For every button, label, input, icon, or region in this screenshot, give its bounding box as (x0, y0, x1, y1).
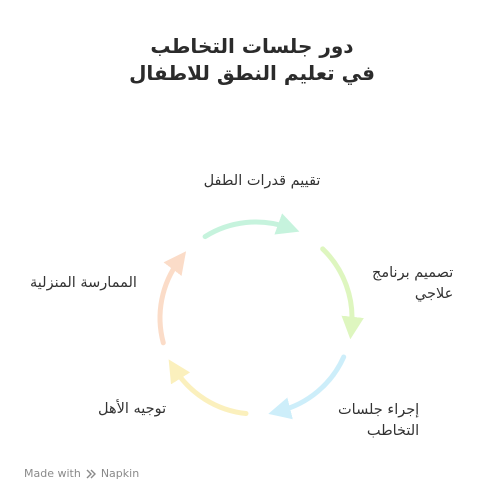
cycle-arrows (157, 213, 364, 420)
step-label-design-program-line-2: علاجي (414, 286, 454, 302)
diagram-title-line-2: في تعليم النطق للاطفال (129, 61, 375, 85)
made-with-text: Made with (24, 467, 81, 480)
arrow-home-to-assess (157, 251, 187, 346)
step-label-home-practice: الممارسة المنزلية (30, 275, 137, 291)
napkin-logo-icon (86, 469, 96, 478)
step-label-guide-parents: توجيه الأهل (98, 401, 167, 417)
step-label-conduct-sessions-line-2: التخاطب (366, 423, 420, 439)
arrow-sessions-to-guide (268, 354, 347, 420)
arrow-design-to-sessions (320, 246, 364, 340)
arrow-guide-to-home (168, 359, 249, 416)
napkin-brand-text: Napkin (100, 467, 140, 480)
step-label-conduct-sessions: إجراء جلسات التخاطب (338, 400, 419, 442)
arrow-assess-to-design (202, 213, 300, 240)
step-label-design-program: تصميم برنامج علاجي (372, 263, 453, 305)
step-label-design-program-line-1: تصميم برنامج (372, 265, 454, 281)
step-label-assess-child: تقييم قدرات الطفل (203, 173, 321, 189)
diagram-title-line-1: دور جلسات التخاطب (150, 34, 354, 58)
made-with-napkin-footer: Made with Napkin (24, 467, 139, 480)
step-label-conduct-sessions-line-1: إجراء جلسات (338, 402, 420, 418)
